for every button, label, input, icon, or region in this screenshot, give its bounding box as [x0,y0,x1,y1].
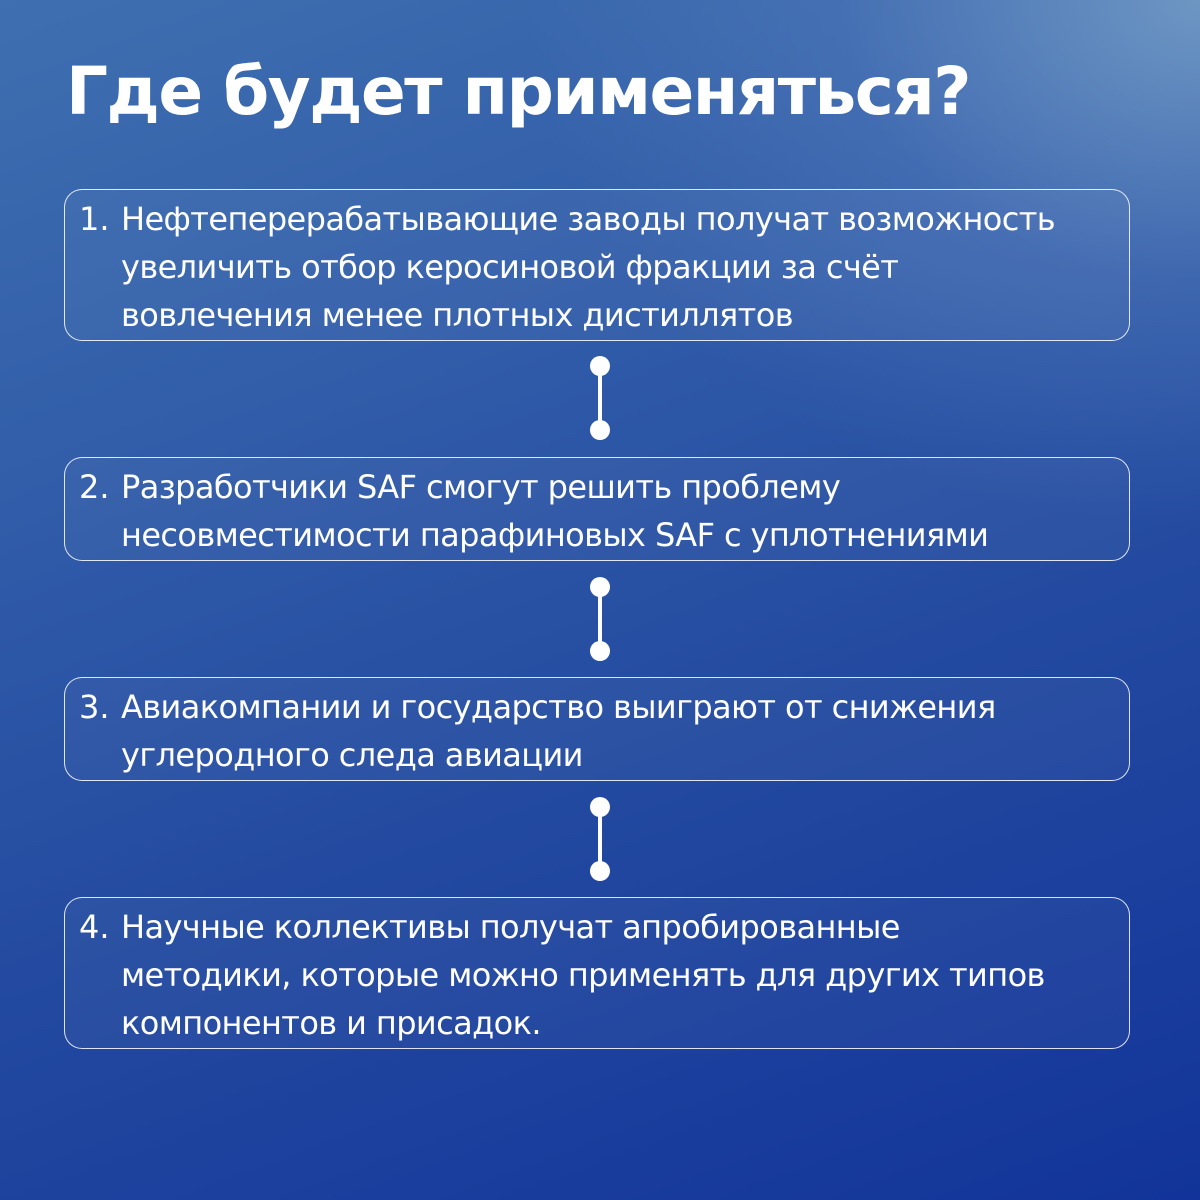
connector-dot [590,861,610,881]
step-text: Авиакомпании и государство выиграют от с… [121,688,996,774]
step-text: Научные коллективы получат апробированны… [121,908,1045,1042]
step-text: Нефтеперерабатывающие заводы получат воз… [121,200,1056,334]
step-number: 3. [79,688,110,726]
connector-dot [590,641,610,661]
connector-line [598,366,602,430]
connector-line [598,807,602,871]
step-card-3: 3. Авиакомпании и государство выиграют о… [64,677,1130,781]
connector-dot [590,420,610,440]
connector-line [598,587,602,651]
step-number: 4. [79,908,110,946]
step-card-1: 1. Нефтеперерабатывающие заводы получат … [64,189,1130,341]
step-text: Разработчики SAF смогут решить проблему … [121,468,989,554]
step-connector [590,356,610,440]
step-card-2: 2. Разработчики SAF смогут решить пробле… [64,457,1130,561]
page-title: Где будет применяться? [66,53,972,130]
step-card-4: 4. Научные коллективы получат апробирова… [64,897,1130,1049]
step-number: 1. [79,200,110,238]
step-connector [590,797,610,881]
step-connector [590,577,610,661]
step-number: 2. [79,468,110,506]
